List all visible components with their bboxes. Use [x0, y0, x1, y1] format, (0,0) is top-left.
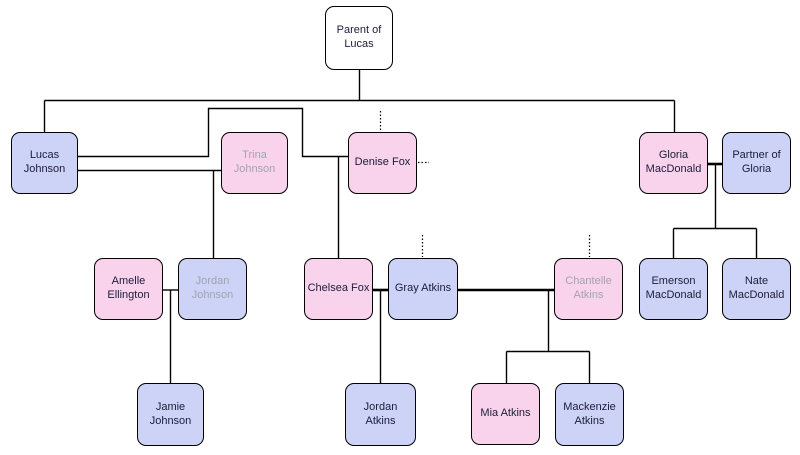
node-label: Mackenzie Atkins [563, 400, 616, 427]
node-jordan-atkins[interactable]: Jordan Atkins [345, 383, 416, 446]
node-mackenzie-atkins[interactable]: Mackenzie Atkins [555, 383, 624, 446]
node-label: Denise Fox [354, 156, 411, 169]
node-jamie-johnson[interactable]: Jamie Johnson [137, 383, 204, 446]
connector-lucas-denise-partnership [78, 107, 348, 158]
node-chantelle-atkins[interactable]: Chantelle Atkins [554, 258, 623, 320]
node-nate-macdonald[interactable]: Nate MacDonald [722, 258, 791, 320]
node-label: Mia Atkins [480, 407, 531, 420]
node-parent-of-lucas[interactable]: Parent of Lucas [325, 6, 393, 70]
node-trina-johnson[interactable]: Trina Johnson [221, 132, 288, 194]
node-label: Gray Atkins [394, 282, 452, 295]
node-label: Parent of Lucas [336, 24, 382, 50]
node-denise-fox[interactable]: Denise Fox [348, 132, 417, 194]
node-label: Chantelle Atkins [565, 275, 612, 301]
node-partner-of-gloria[interactable]: Partner of Gloria [722, 132, 791, 194]
node-label: Nate MacDonald [728, 275, 785, 301]
node-label: Partner of Gloria [732, 149, 781, 175]
node-label: Lucas Johnson [23, 149, 66, 175]
node-label: Trina Johnson [233, 149, 276, 175]
node-chelsea-fox[interactable]: Chelsea Fox [304, 258, 373, 320]
node-label: Emerson MacDonald [645, 275, 702, 301]
node-label: Jordan Johnson [191, 275, 234, 301]
node-gray-atkins[interactable]: Gray Atkins [388, 258, 458, 320]
node-label: Jamie Johnson [149, 400, 192, 427]
node-lucas-johnson[interactable]: Lucas Johnson [11, 132, 78, 194]
node-label: Chelsea Fox [307, 282, 370, 295]
node-jordan-johnson[interactable]: Jordan Johnson [178, 258, 247, 320]
node-label: Jordan Atkins [363, 400, 398, 427]
node-gloria-macdonald[interactable]: Gloria MacDonald [639, 132, 708, 194]
node-mia-atkins[interactable]: Mia Atkins [471, 383, 540, 445]
node-emerson-macdonald[interactable]: Emerson MacDonald [639, 258, 708, 320]
node-amelle-ellington[interactable]: Amelle Ellington [94, 258, 163, 320]
node-label: Amelle Ellington [107, 275, 150, 301]
node-label: Gloria MacDonald [645, 149, 702, 175]
